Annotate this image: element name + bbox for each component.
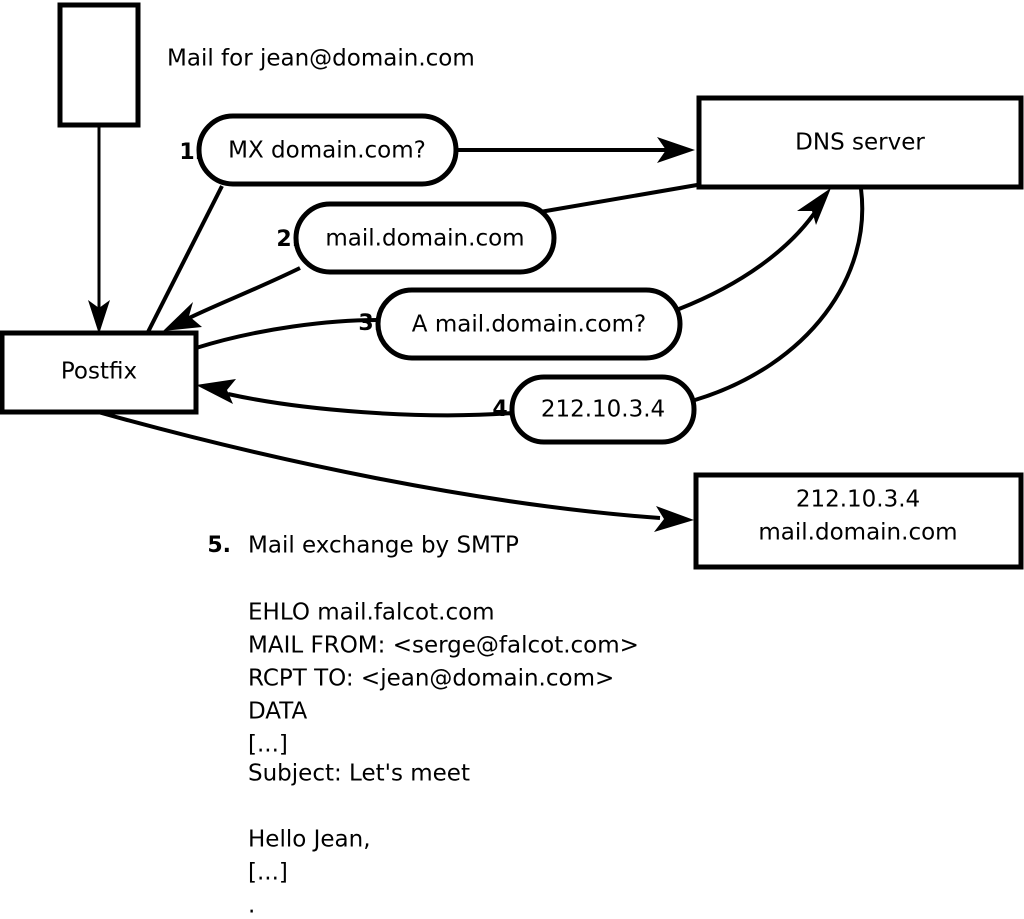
edge-step2-to-postfix: [163, 266, 301, 331]
edge-step1-mx-query: [146, 185, 224, 333]
message-bubble-2-label: mail.domain.com: [325, 226, 524, 252]
transcript-line: .: [248, 893, 255, 919]
step-number-3: 3.: [358, 311, 382, 336]
transcript-line: [...]: [248, 732, 288, 758]
edge-step5-smtp: [97, 410, 694, 532]
message-bubble-3-label: A mail.domain.com?: [412, 312, 646, 338]
edge-step1-to-dns: [458, 137, 695, 163]
edge-step4-dns-response: [694, 188, 865, 402]
smtp-exchange-label: Mail exchange by SMTP: [248, 533, 519, 559]
transcript-line: DATA: [248, 699, 308, 725]
edge-step3-a-query: [195, 318, 379, 350]
message-bubble-2[interactable]: mail.domain.com: [293, 201, 557, 275]
message-bubble-4[interactable]: 212.10.3.4: [509, 374, 697, 445]
node-client[interactable]: [57, 2, 141, 128]
message-bubble-1[interactable]: MX domain.com?: [196, 113, 459, 187]
node-postfix-label: Postfix: [61, 359, 137, 385]
transcript-line: EHLO mail.falcot.com: [248, 600, 495, 626]
node-dns-server[interactable]: DNS server: [696, 95, 1024, 190]
node-mail-server-hostname: mail.domain.com: [758, 520, 957, 546]
message-bubble-3[interactable]: A mail.domain.com?: [375, 287, 683, 361]
step-number-5: 5.: [207, 533, 231, 558]
edge-step3-to-dns: [678, 188, 831, 311]
smtp-transcript: EHLO mail.falcot.com MAIL FROM: <serge@f…: [248, 600, 639, 919]
node-dns-server-label: DNS server: [795, 130, 925, 156]
message-bubble-4-label: 212.10.3.4: [541, 397, 665, 423]
edge-step4-to-postfix: [196, 379, 514, 418]
step-number-1: 1.: [179, 140, 203, 165]
transcript-line: [...]: [248, 860, 288, 886]
transcript-line: RCPT TO: <jean@domain.com>: [248, 666, 614, 692]
node-mail-server[interactable]: 212.10.3.4 mail.domain.com: [693, 472, 1024, 570]
diagram-caption: Mail for jean@domain.com: [167, 46, 475, 72]
edge-step2-dns-response: [539, 183, 698, 214]
message-bubble-1-label: MX domain.com?: [228, 138, 426, 164]
node-mail-server-ip: 212.10.3.4: [796, 487, 920, 513]
transcript-line: MAIL FROM: <serge@falcot.com>: [248, 633, 639, 659]
step-number-4: 4.: [492, 397, 516, 422]
node-postfix[interactable]: Postfix: [0, 330, 199, 415]
step-number-2: 2.: [276, 227, 300, 252]
edge-client-to-postfix: [88, 125, 110, 334]
transcript-line: Subject: Let's meet: [248, 761, 470, 787]
transcript-line: Hello Jean,: [248, 827, 371, 853]
